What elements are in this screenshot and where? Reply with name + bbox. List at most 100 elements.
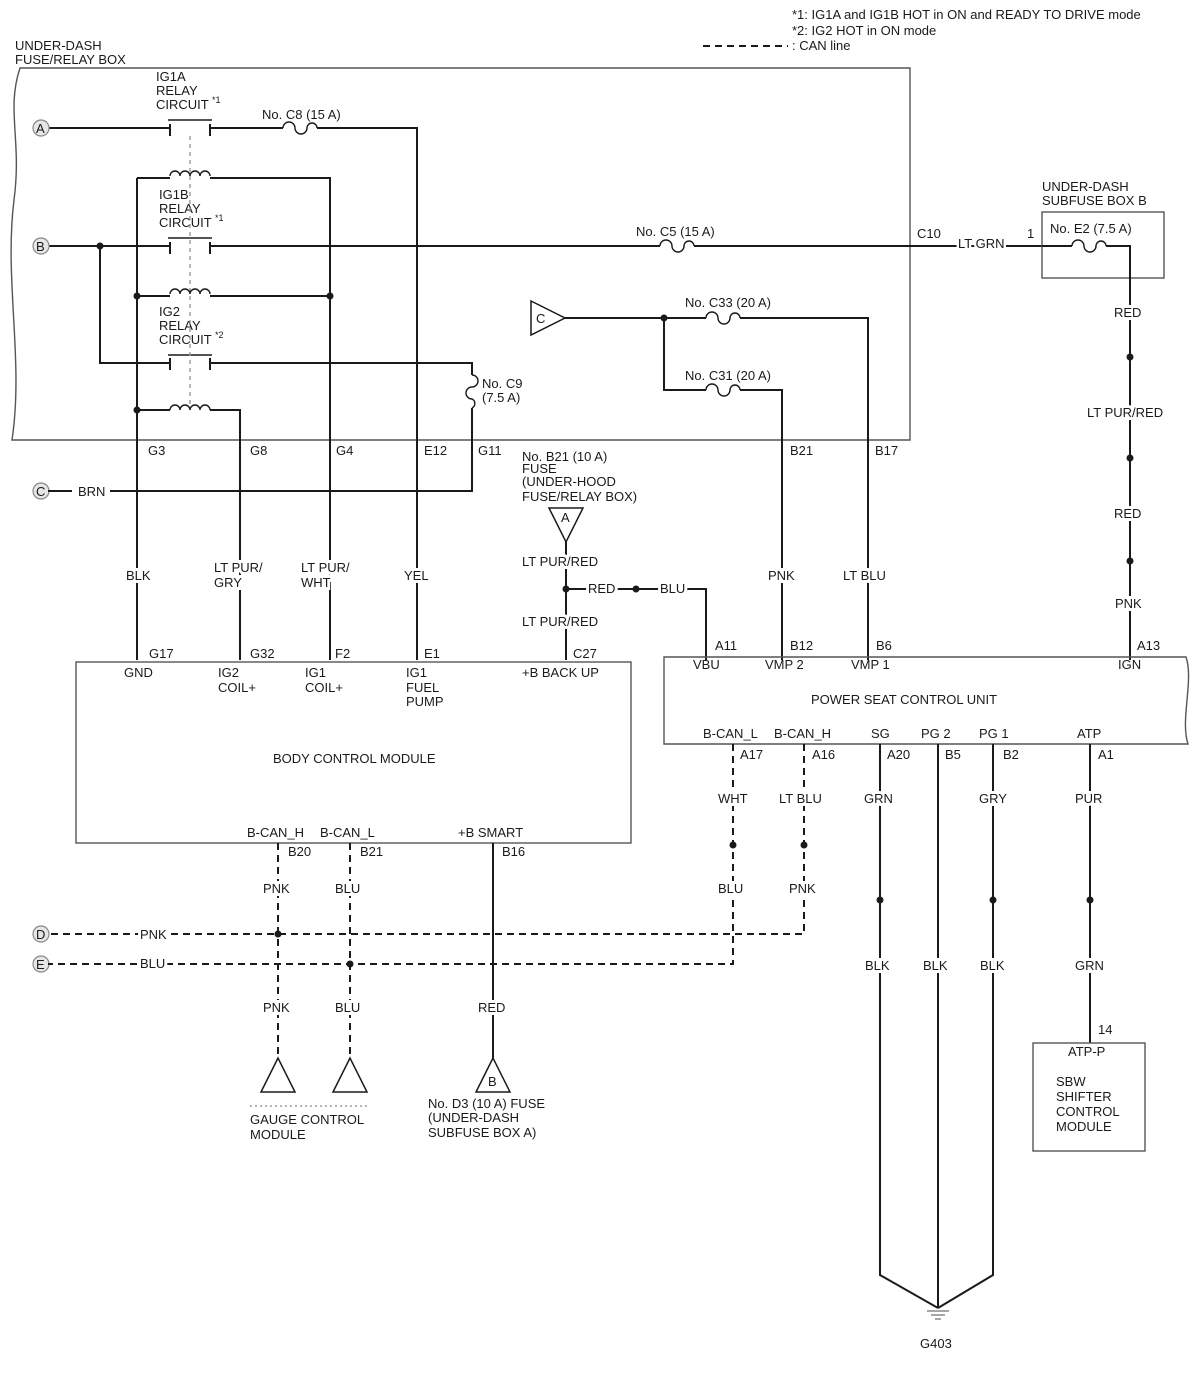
- svg-text:VMP 1: VMP 1: [851, 657, 890, 672]
- fuse-box-terminals: G3 G8 G4 E12 G11 B21 B17 C10 1: [148, 226, 1034, 458]
- svg-text:PNK: PNK: [768, 568, 795, 583]
- svg-text:SUBFUSE BOX B: SUBFUSE BOX B: [1042, 193, 1147, 208]
- svg-text:No. B21 (10 A): No. B21 (10 A): [522, 449, 607, 464]
- svg-text:WHT: WHT: [301, 575, 331, 590]
- svg-text:+B BACK UP: +B BACK UP: [522, 665, 599, 680]
- svg-text:LT PUR/RED: LT PUR/RED: [522, 554, 598, 569]
- svg-text:WHT: WHT: [718, 791, 748, 806]
- connector-d: D: [32, 925, 50, 943]
- svg-text:C10: C10: [917, 226, 941, 241]
- junction-dots: [96, 242, 1134, 968]
- svg-text:B12: B12: [790, 638, 813, 653]
- svg-text:MODULE: MODULE: [1056, 1119, 1112, 1134]
- svg-text:D: D: [36, 927, 45, 942]
- ground-g403: G403: [920, 1336, 952, 1351]
- ig1b-coil-icon: [169, 288, 211, 295]
- fuse-c33-icon: [705, 311, 741, 325]
- svg-text:CIRCUIT: CIRCUIT: [159, 215, 212, 230]
- svg-text:IGN: IGN: [1118, 657, 1141, 672]
- svg-text:*1: *1: [212, 95, 221, 105]
- svg-text:14: 14: [1098, 1022, 1112, 1037]
- svg-text:(UNDER-HOOD: (UNDER-HOOD: [522, 474, 616, 489]
- svg-text:VMP 2: VMP 2: [765, 657, 804, 672]
- svg-text:B5: B5: [945, 747, 961, 762]
- fuses: No. C8 (15 A) No. C5 (15 A) No. C33 (20 …: [262, 107, 1107, 409]
- svg-text:A: A: [36, 121, 45, 136]
- svg-text:C: C: [36, 484, 45, 499]
- svg-text:CIRCUIT: CIRCUIT: [159, 332, 212, 347]
- wire-lt-grn: LT GRN: [958, 236, 1004, 251]
- svg-text:B21: B21: [360, 844, 383, 859]
- svg-text:VBU: VBU: [693, 657, 720, 672]
- svg-text:GRN: GRN: [864, 791, 893, 806]
- svg-text:IG2: IG2: [159, 304, 180, 319]
- svg-text:+B SMART: +B SMART: [458, 825, 523, 840]
- svg-text:MODULE: MODULE: [250, 1127, 306, 1142]
- svg-text:PNK: PNK: [140, 927, 167, 942]
- svg-text:BLK: BLK: [865, 958, 890, 973]
- svg-text:GRN: GRN: [1075, 958, 1104, 973]
- svg-text:RED: RED: [1114, 305, 1141, 320]
- pscu-label: POWER SEAT CONTROL UNIT: [811, 692, 997, 707]
- under-dash-fuse-relay-box: UNDER-DASH FUSE/RELAY BOX: [10, 38, 911, 441]
- connector-c-triangle: C: [530, 299, 567, 337]
- svg-text:G17: G17: [149, 646, 174, 661]
- fuse-c9-icon: [465, 374, 479, 409]
- svg-text:A16: A16: [812, 747, 835, 762]
- svg-text:RED: RED: [478, 1000, 505, 1015]
- svg-text:PUMP: PUMP: [406, 694, 444, 709]
- wire-brn: BRN: [78, 484, 105, 499]
- svg-text:B-CAN_H: B-CAN_H: [774, 726, 831, 741]
- svg-text:G32: G32: [250, 646, 275, 661]
- b21-fuse-source: No. B21 (10 A) FUSE (UNDER-HOOD FUSE/REL…: [522, 449, 707, 660]
- svg-text:F2: F2: [335, 646, 350, 661]
- svg-text:RELAY: RELAY: [159, 318, 201, 333]
- fuse-c31-icon: [705, 383, 741, 397]
- svg-text:A11: A11: [715, 638, 737, 653]
- svg-text:BLK: BLK: [980, 958, 1005, 973]
- svg-text:B: B: [36, 239, 45, 254]
- svg-text:B-CAN_H: B-CAN_H: [247, 825, 304, 840]
- svg-text:RELAY: RELAY: [156, 83, 198, 98]
- bcm-input-wire-labels: BLK LT PUR/ GRY LT PUR/ WHT YEL LT PUR/R…: [123, 551, 889, 632]
- ig2-relay-label: IG2 RELAY CIRCUIT *2: [159, 304, 224, 347]
- svg-text:A: A: [561, 510, 570, 525]
- svg-text:LT BLU: LT BLU: [779, 791, 822, 806]
- svg-text:B6: B6: [876, 638, 892, 653]
- relay-contacts: [168, 119, 212, 370]
- svg-text:ATP: ATP: [1077, 726, 1101, 741]
- svg-text:BLU: BLU: [660, 581, 685, 596]
- power-seat-control-unit: A11 B12 B6 A13 VBU VMP 2 VMP 1 IGN POWER…: [663, 638, 1190, 762]
- svg-text:IG1: IG1: [406, 665, 427, 680]
- subfuse-box-b: UNDER-DASH SUBFUSE BOX B No. E2 (7.5 A): [1041, 179, 1165, 660]
- svg-text:GAUGE CONTROL: GAUGE CONTROL: [250, 1112, 364, 1127]
- pscu-output-wiring: G403: [48, 744, 1091, 1351]
- svg-text:BLU: BLU: [335, 1000, 360, 1015]
- svg-text:A17: A17: [740, 747, 763, 762]
- ig1a-relay-label: IG1A RELAY CIRCUIT *1: [156, 69, 221, 112]
- triangle-b-icon: [474, 1056, 512, 1093]
- connector-b: B: [32, 237, 50, 255]
- svg-text:*2: *2: [215, 330, 224, 340]
- fuse-c5-label: No. C5 (15 A): [636, 224, 715, 239]
- note-2: *2: IG2 HOT in ON mode: [792, 23, 936, 38]
- svg-text:GRY: GRY: [214, 575, 242, 590]
- svg-text:B: B: [488, 1074, 497, 1089]
- svg-text:LT PUR/: LT PUR/: [214, 560, 263, 575]
- svg-text:IG2: IG2: [218, 665, 239, 680]
- gauge-control-module: GAUGE CONTROL MODULE: [250, 1056, 370, 1142]
- svg-text:PNK: PNK: [263, 1000, 290, 1015]
- svg-text:SBW: SBW: [1056, 1074, 1086, 1089]
- fuse-c33-label: No. C33 (20 A): [685, 295, 771, 310]
- svg-text:GRY: GRY: [979, 791, 1007, 806]
- svg-text:LT BLU: LT BLU: [843, 568, 886, 583]
- fuse-e2-label: No. E2 (7.5 A): [1050, 221, 1132, 236]
- bcm-label: BODY CONTROL MODULE: [273, 751, 436, 766]
- svg-text:CONTROL: CONTROL: [1056, 1104, 1120, 1119]
- svg-text:B-CAN_L: B-CAN_L: [320, 825, 375, 840]
- svg-text:SUBFUSE BOX A): SUBFUSE BOX A): [428, 1125, 536, 1140]
- bcm-output-wiring: PNK BLU PNK BLU PNK BLU RED: [137, 843, 508, 1058]
- gauge-triangle-1-icon: [259, 1056, 297, 1093]
- svg-text:E1: E1: [424, 646, 440, 661]
